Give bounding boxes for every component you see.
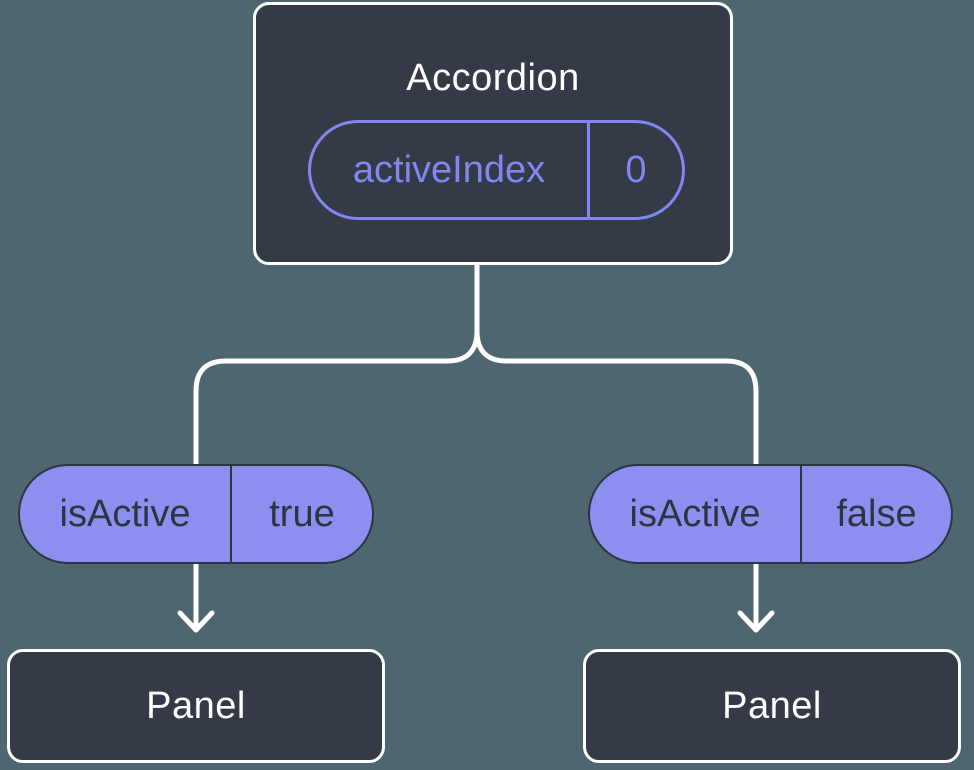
connector-left-branch <box>193 262 480 633</box>
panel-node-right: Panel <box>583 649 961 763</box>
prop-pill-value: false <box>800 466 951 562</box>
panel-node-left: Panel <box>7 649 385 763</box>
panel-node-title: Panel <box>146 684 246 727</box>
state-pill-value: 0 <box>587 123 682 217</box>
state-pill-name: activeIndex <box>352 148 546 191</box>
prop-pill-value: true <box>230 466 372 562</box>
panel-node-title: Panel <box>722 684 822 727</box>
arrowhead-right-icon <box>737 610 775 633</box>
accordion-node: Accordion activeIndex 0 <box>253 2 733 265</box>
prop-pill-name: isActive <box>59 492 191 535</box>
prop-pill-name: isActive <box>629 492 761 535</box>
prop-pill-isactive-true: isActive true <box>18 464 374 564</box>
connector-right-branch <box>474 262 759 633</box>
prop-pill-isactive-false: isActive false <box>588 464 953 564</box>
accordion-node-title: Accordion <box>406 57 580 99</box>
arrowhead-left-icon <box>177 610 215 633</box>
state-pill-activeindex: activeIndex 0 <box>308 120 685 220</box>
